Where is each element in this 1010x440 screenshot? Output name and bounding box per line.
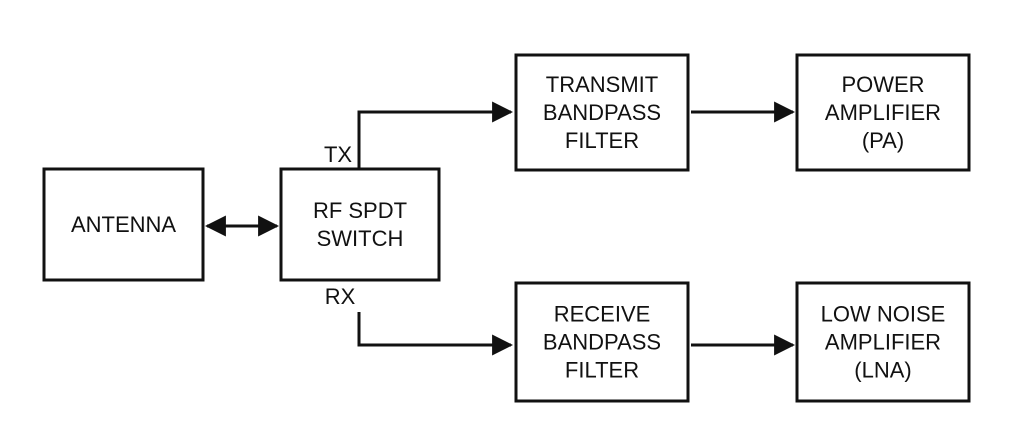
transmit-bandpass-filter-block: TRANSMIT BANDPASS FILTER	[514, 53, 690, 172]
rx-filter-label-line: BANDPASS	[543, 330, 661, 355]
low-noise-amplifier-label-line: (LNA)	[854, 358, 911, 383]
tx-filter-label-line: BANDPASS	[543, 100, 661, 125]
rx-filter-label-line: RECEIVE	[554, 302, 651, 327]
rx-port-label: RX	[325, 284, 356, 309]
tx-filter-label-line: TRANSMIT	[546, 72, 658, 97]
antenna-label-line: ANTENNA	[71, 212, 176, 237]
tx-port-label: TX	[324, 142, 352, 167]
tx-filter-label-line: FILTER	[565, 128, 639, 153]
tx-path-wire	[357, 101, 514, 168]
low-noise-amplifier-block: LOW NOISE AMPLIFIER (LNA)	[795, 281, 971, 403]
power-amplifier-block: POWER AMPLIFIER (PA)	[795, 53, 971, 172]
rx-path-wire	[357, 312, 514, 356]
antenna-block: ANTENNA	[42, 167, 205, 282]
rf-switch-label-line: SWITCH	[317, 226, 404, 251]
power-amplifier-label-line: (PA)	[862, 128, 904, 153]
rf-switch-label-line: RF SPDT	[313, 198, 407, 223]
power-amplifier-label-line: POWER	[841, 72, 924, 97]
receive-bandpass-filter-block: RECEIVE BANDPASS FILTER	[514, 281, 690, 403]
rf-spdt-switch-block: RF SPDT SWITCH	[279, 167, 441, 282]
power-amplifier-label-line: AMPLIFIER	[825, 100, 941, 125]
low-noise-amplifier-label-line: LOW NOISE	[821, 302, 946, 327]
rx-filter-label-line: FILTER	[565, 358, 639, 383]
low-noise-amplifier-label-line: AMPLIFIER	[825, 330, 941, 355]
